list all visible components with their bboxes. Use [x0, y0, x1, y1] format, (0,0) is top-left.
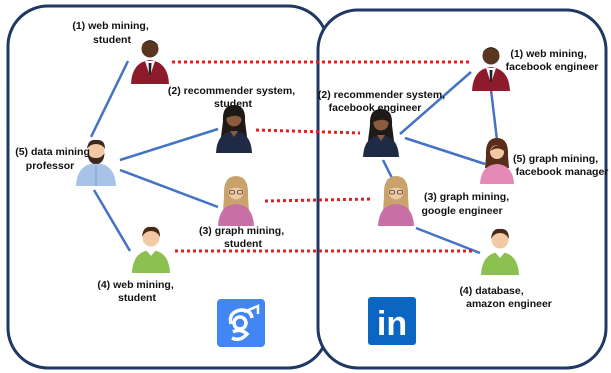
- node-label-R4-line1: (4) database,: [459, 285, 523, 297]
- google-scholar-logo: [217, 299, 265, 347]
- node-label-R2-line1: (2) recommender system,: [318, 89, 445, 101]
- node-label-R3-line2: google engineer: [421, 205, 502, 217]
- node-label-L1-line2: student: [93, 34, 131, 46]
- node-label-R1-line1: (1) web mining,: [510, 48, 587, 60]
- node-label-L5: (5) data mining professor: [15, 146, 93, 172]
- edge-L5-L4: [92, 189, 132, 252]
- node-label-L2-line1: (2) recommender system,: [168, 85, 295, 97]
- node-label-R4: (4) database, amazon engineer: [459, 285, 551, 310]
- node-label-L5-line2: professor: [26, 160, 74, 172]
- node-label-R3-line1: (3) graph mining,: [424, 191, 509, 203]
- linkedin-logo-text: in: [377, 305, 407, 343]
- node-label-L4: (4) web mining, student: [97, 279, 176, 304]
- edge-R3-R4: [415, 226, 481, 255]
- linkedin-logo: in: [368, 297, 416, 345]
- right-network-panel: [316, 8, 608, 370]
- node-label-L3-line1: (3) graph mining,: [199, 225, 284, 237]
- edge-R2-R3: [381, 159, 395, 181]
- node-label-R1-line2: facebook engineer: [506, 61, 599, 73]
- node-label-R5: (5) graph mining, facebook manager: [513, 153, 608, 178]
- node-label-L3-line2: student: [224, 238, 262, 250]
- edge-R2-R5: [404, 136, 486, 166]
- node-label-L4-line2: student: [118, 292, 156, 304]
- node-label-L3: (3) graph mining, student: [199, 225, 287, 250]
- node-label-R1: (1) web mining, facebook engineer: [506, 48, 599, 73]
- node-label-L2-line2: student: [214, 98, 252, 110]
- node-label-R2: (2) recommender system, facebook enginee…: [318, 89, 448, 114]
- anchor-link-2: [255, 128, 361, 135]
- node-label-L1: (1) web mining, student: [72, 20, 151, 46]
- node-label-L5-line1: (5) data mining: [15, 146, 90, 158]
- node-label-R2-line2: facebook engineer: [329, 102, 422, 114]
- edge-L5-L2: [119, 127, 219, 162]
- right-network-edges: [381, 71, 499, 255]
- node-label-R5-line2: facebook manager: [516, 166, 609, 178]
- edge-R2-R1: [399, 71, 472, 135]
- node-label-R5-line1: (5) graph mining,: [513, 153, 598, 165]
- node-label-R4-line2: amazon engineer: [466, 298, 552, 310]
- edge-R1-R5: [489, 89, 499, 141]
- edge-L5-L3: [119, 168, 219, 209]
- left-network-edges: [89, 60, 219, 252]
- node-label-L2: (2) recommender system, student: [168, 85, 298, 110]
- edge-L5-L1: [89, 60, 130, 138]
- node-label-R3: (3) graph mining, google engineer: [421, 191, 512, 217]
- anchor-links: [172, 60, 475, 253]
- node-label-L1-line1: (1) web mining,: [72, 20, 149, 32]
- node-label-L4-line1: (4) web mining,: [97, 279, 174, 291]
